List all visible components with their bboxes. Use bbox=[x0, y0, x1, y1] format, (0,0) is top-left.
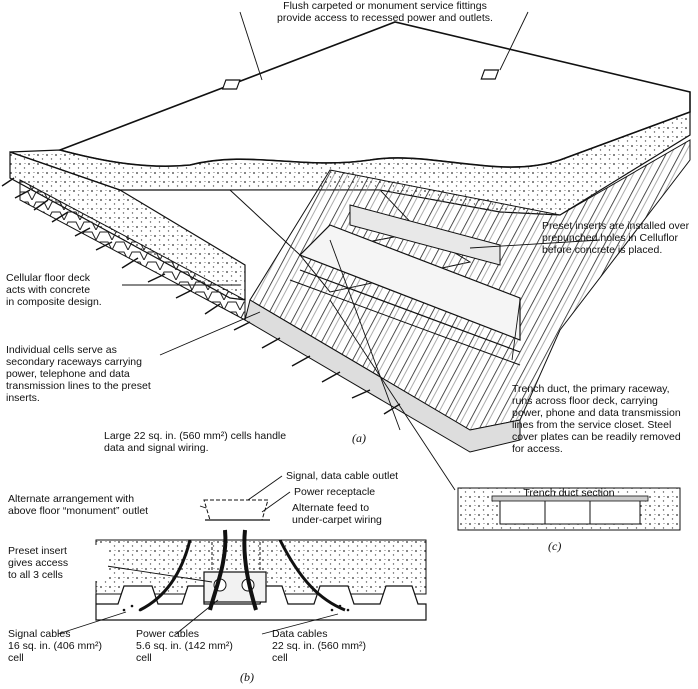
label-signal-cables: Signal cables 16 sq. in. (406 mm²) cell bbox=[8, 628, 102, 664]
label-alternate-feed: Alternate feed to under-carpet wiring bbox=[292, 502, 382, 526]
service-fitting-left bbox=[221, 79, 241, 90]
monument-outlet bbox=[203, 499, 269, 521]
label-service-fittings: Flush carpeted or monument service fitti… bbox=[277, 0, 493, 24]
rebar-rods bbox=[1, 177, 401, 415]
service-fitting-right bbox=[480, 69, 500, 80]
label-individual-cells: Individual cells serve as secondary race… bbox=[6, 344, 151, 404]
trench-duct bbox=[289, 204, 521, 366]
label-cellular-floor-deck: Cellular floor deck acts with concrete i… bbox=[6, 272, 102, 308]
label-large-cells: Large 22 sq. in. (560 mm²) cells handle … bbox=[104, 430, 287, 454]
figure-label-c: (c) bbox=[548, 539, 562, 553]
leader-lines-b bbox=[57, 475, 339, 635]
label-preset-insert-access: Preset insert gives access to all 3 cell… bbox=[8, 545, 108, 581]
label-power-cables: Power cables 5.6 sq. in. (142 mm²) cell bbox=[136, 628, 233, 664]
cross-section-b bbox=[95, 499, 427, 621]
label-power-receptacle: Power receptacle bbox=[294, 486, 376, 498]
label-signal-data-outlet: Signal, data cable outlet bbox=[286, 470, 399, 482]
leader-lines-a bbox=[122, 11, 601, 491]
figure-label-a: (a) bbox=[352, 431, 366, 445]
label-trench-duct: Trench duct, the primary raceway, runs a… bbox=[512, 383, 681, 455]
figure-label-b: (b) bbox=[240, 670, 254, 684]
label-preset-inserts: Preset inserts are installed over prepun… bbox=[542, 220, 690, 256]
label-data-cables: Data cables 22 sq. in. (560 mm²) cell bbox=[272, 628, 366, 664]
floor-slab-top bbox=[57, 21, 691, 168]
label-trench-duct-section: Trench duct section bbox=[523, 487, 615, 499]
trench-duct-section-c bbox=[457, 487, 681, 531]
label-alternate-arrangement: Alternate arrangement with above floor “… bbox=[8, 493, 149, 517]
